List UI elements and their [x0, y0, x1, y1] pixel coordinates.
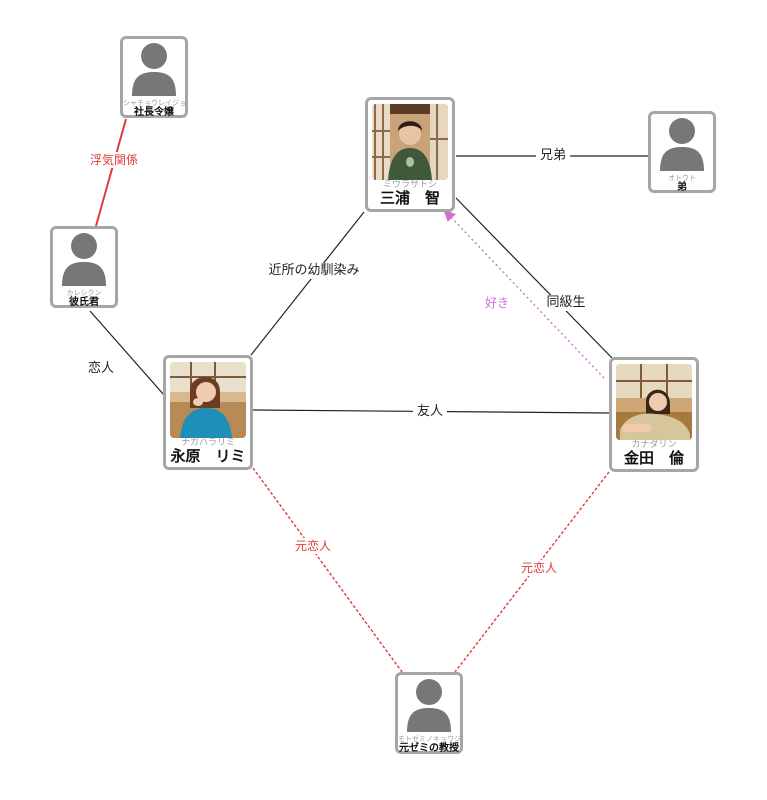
person-name: 社長令嬢 — [134, 107, 174, 118]
person-silhouette-icon — [407, 679, 451, 732]
person-kana: オトウト — [668, 174, 696, 182]
label-osananajimi: 近所の幼馴染み — [264, 263, 364, 279]
label-moto-koibito-1: 元恋人 — [290, 538, 336, 554]
person-kana: カレシクン — [66, 289, 102, 297]
person-photo — [372, 104, 448, 180]
person-card-miura[interactable]: ミウラサトシ 三浦 智 — [365, 97, 455, 212]
person-card-kaneda[interactable]: カナダリン 金田 倫 — [609, 357, 699, 472]
person-kana: ナガハラリミ — [180, 438, 235, 448]
person-card-shacho[interactable]: シャチョウレイジョウ 社長令嬢 — [120, 36, 188, 118]
label-dokyusei: 同級生 — [542, 295, 590, 311]
person-silhouette-icon — [62, 233, 106, 286]
person-name: 元ゼミの教授 — [399, 743, 459, 754]
edge-moto-koibito-1 — [252, 467, 403, 673]
label-suki: 好き — [480, 295, 514, 311]
person-kana: シャチョウレイジョウ — [123, 99, 185, 107]
person-card-ototo[interactable]: オトウト 弟 — [648, 111, 716, 193]
person-silhouette-icon — [660, 118, 704, 171]
label-uwaki: 浮気関係 — [85, 152, 143, 168]
person-name: 彼氏君 — [69, 297, 99, 308]
person-photo — [616, 364, 692, 440]
person-name: 金田 倫 — [623, 449, 684, 467]
edge-osananajimi — [250, 211, 365, 356]
person-card-nagahara[interactable]: ナガハラリミ 永原 リミ — [163, 355, 253, 470]
person-card-kyoju[interactable]: モトゼミノキョウジュ 元ゼミの教授 — [395, 672, 463, 754]
label-koibito: 恋人 — [83, 361, 119, 377]
edge-koibito — [89, 310, 165, 396]
person-card-kareshi[interactable]: カレシクン 彼氏君 — [50, 226, 118, 308]
person-kana: モトゼミノキョウジュ — [398, 735, 460, 743]
person-name: 三浦 智 — [379, 189, 440, 207]
label-moto-koibito-2: 元恋人 — [516, 560, 562, 576]
edge-uwaki — [95, 118, 127, 227]
person-name: 永原 リミ — [170, 447, 246, 465]
edge-dokyusei — [455, 197, 613, 359]
person-silhouette-icon — [132, 43, 176, 96]
label-kyodai: 兄弟 — [535, 148, 571, 164]
person-kana: ミウラサトシ — [382, 180, 437, 190]
person-photo — [170, 362, 246, 438]
label-yujin: 友人 — [412, 404, 448, 420]
person-name: 弟 — [677, 182, 687, 193]
person-kana: カナダリン — [631, 440, 677, 450]
